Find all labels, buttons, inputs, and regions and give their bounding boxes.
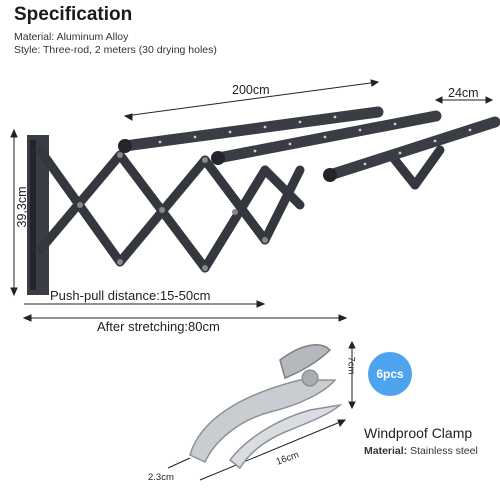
after-stretching-label: After stretching:80cm: [97, 319, 220, 334]
clamp-width-label: 2.3cm: [148, 472, 174, 483]
quantity-badge: 6pcs: [368, 352, 412, 396]
arm-pivots: [77, 152, 268, 271]
clamp-image: [189, 344, 343, 470]
clamp-dimension-lines: [167, 340, 356, 481]
depth-dimension-label: 24cm: [448, 86, 479, 100]
clamp-height-label: 7cm: [345, 356, 357, 375]
length-dimension-label: 200cm: [232, 83, 270, 97]
clamp-material-value: Stainless steel: [410, 445, 478, 457]
spec-style: Style: Three-rod, 2 meters (30 drying ho…: [14, 44, 217, 56]
clamp-material: Material: Stainless steel: [364, 445, 478, 457]
clamp-material-label: Material:: [364, 445, 408, 457]
spec-material: Material: Aluminum Alloy: [14, 31, 129, 43]
dimension-lines: [10, 79, 494, 322]
scissor-arms: [35, 145, 445, 273]
rod-holes: [158, 115, 472, 166]
push-pull-label: Push-pull distance:15-50cm: [50, 288, 211, 303]
page-title: Specification: [14, 4, 133, 25]
clamp-title: Windproof Clamp: [364, 425, 473, 441]
height-dimension-label: 39,3cm: [15, 186, 29, 228]
